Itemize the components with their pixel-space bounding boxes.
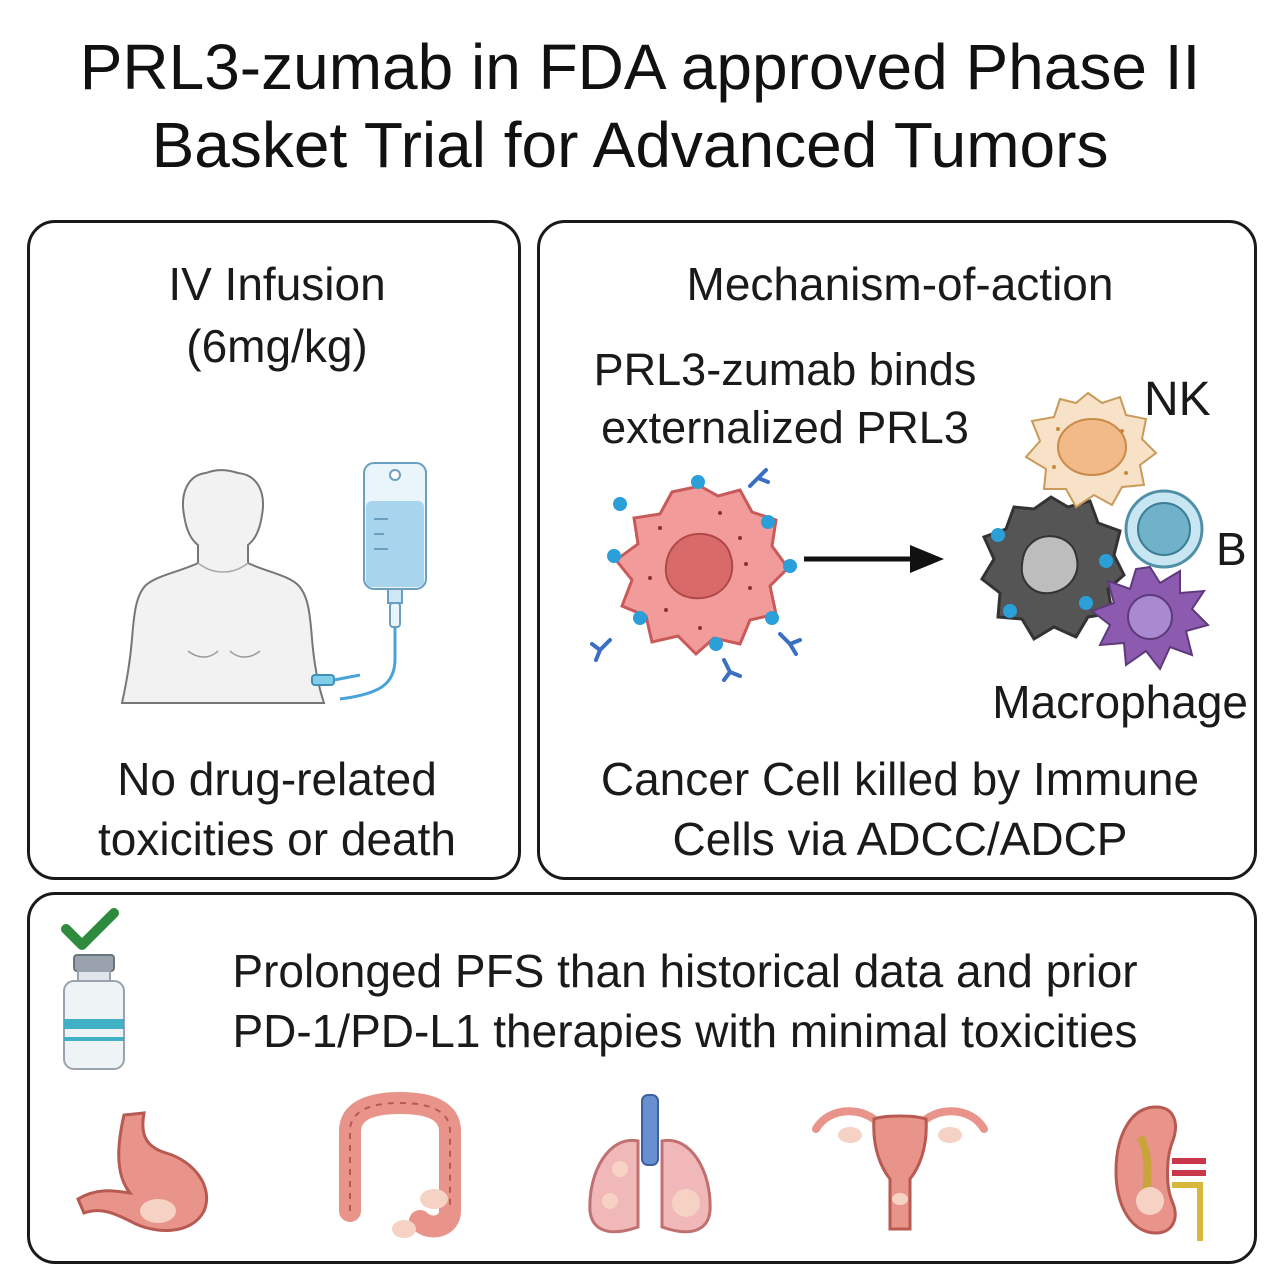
patient-silhouette-icon <box>118 463 328 708</box>
outcomes-line-2: PD-1/PD-L1 therapies with minimal toxici… <box>232 1005 1138 1057</box>
mechanism-heading: Mechanism-of-action <box>686 258 1114 310</box>
lung-icon <box>580 1091 720 1241</box>
b-cell-label: B <box>1216 523 1247 575</box>
mechanism-footer-line-2: Cells via ADCC/ADCP <box>672 813 1128 865</box>
title-line-2: Basket Trial for Advanced Tumors <box>151 109 1109 181</box>
mechanism-footer: Cancer Cell killed by Immune Cells via A… <box>540 749 1260 869</box>
iv-footer-line-2: toxicities or death <box>98 813 456 865</box>
outcomes-text: Prolonged PFS than historical data and p… <box>130 941 1240 1061</box>
checkmark-icon <box>61 908 119 950</box>
iv-catheter-icon <box>302 669 362 693</box>
iv-bag-icon <box>339 459 430 701</box>
mechanism-panel: Mechanism-of-action PRL3-zumab binds ext… <box>537 220 1257 880</box>
title-line-1: PRL3-zumab in FDA approved Phase II <box>79 31 1201 103</box>
nk-label: NK <box>1144 373 1211 426</box>
iv-heading-line-2: (6mg/kg) <box>186 320 368 372</box>
iv-footer-line-1: No drug-related <box>117 753 437 805</box>
killed-cancer-cell-icon <box>976 491 1126 642</box>
cancer-cell-icon <box>590 468 802 682</box>
b-cell-icon <box>1122 487 1206 571</box>
macrophage-label: Macrophage <box>992 676 1248 728</box>
binding-line-1: PRL3-zumab binds <box>593 344 977 395</box>
stomach-icon <box>74 1107 224 1237</box>
binding-line-2: externalized PRL3 <box>601 402 969 453</box>
outcomes-panel: Prolonged PFS than historical data and p… <box>27 892 1257 1264</box>
page-title: PRL3-zumab in FDA approved Phase II Bask… <box>0 28 1280 184</box>
iv-infusion-heading: IV Infusion (6mg/kg) <box>30 253 524 377</box>
iv-infusion-panel: IV Infusion (6mg/kg) No drug-re <box>27 220 521 880</box>
kidney-icon <box>1110 1101 1210 1241</box>
colon-icon <box>330 1091 470 1241</box>
macrophage-icon <box>1089 563 1210 673</box>
outcomes-line-1: Prolonged PFS than historical data and p… <box>232 945 1138 997</box>
drug-vial-icon <box>58 907 128 1077</box>
uterus-icon <box>810 1099 990 1239</box>
iv-heading-line-1: IV Infusion <box>168 258 386 310</box>
arrow-right-icon <box>802 541 947 577</box>
iv-infusion-footer: No drug-related toxicities or death <box>30 749 524 869</box>
mechanism-footer-line-1: Cancer Cell killed by Immune <box>600 753 1200 805</box>
nk-cell-icon <box>1018 389 1158 509</box>
binding-text: PRL3-zumab binds externalized PRL3 <box>550 341 1020 457</box>
